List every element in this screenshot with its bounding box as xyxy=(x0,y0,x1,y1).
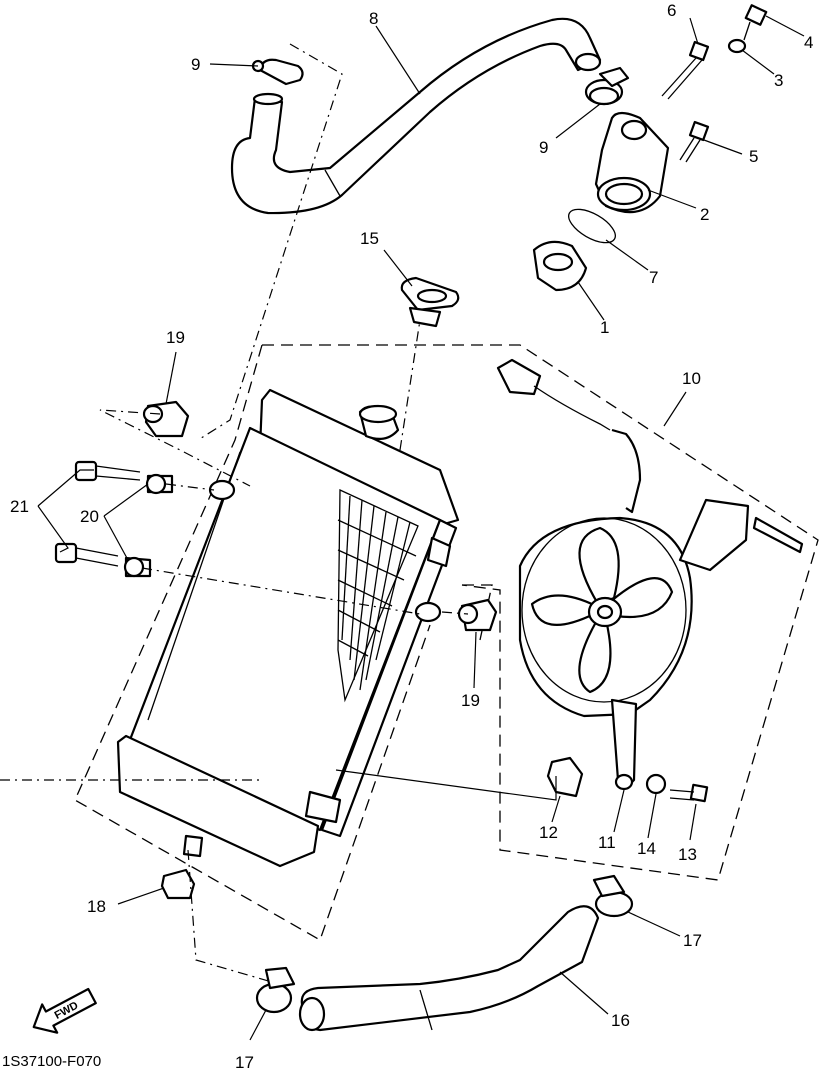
forward-direction-arrow: FWD xyxy=(32,987,97,1034)
label-part-14: 14 xyxy=(637,839,656,858)
radiator-cap xyxy=(400,276,460,328)
upper-radiator-hose xyxy=(230,17,602,215)
label-part-12: 12 xyxy=(539,823,558,842)
bolt-4 xyxy=(743,4,768,41)
label-part-13: 13 xyxy=(678,845,697,864)
grommet-19-left xyxy=(142,400,190,438)
label-part-17-right: 17 xyxy=(683,931,702,950)
hose-clamp-17-lower xyxy=(255,966,296,1014)
figure-code: 1S37100-F070 xyxy=(2,1053,101,1070)
label-part-18: 18 xyxy=(87,897,106,916)
bolt-6 xyxy=(661,40,710,100)
label-part-17-left: 17 xyxy=(235,1053,254,1072)
label-part-9-right: 9 xyxy=(539,138,548,157)
lower-radiator-hose xyxy=(298,905,600,1032)
label-part-3: 3 xyxy=(774,71,783,90)
clip-12 xyxy=(546,756,584,798)
label-part-15: 15 xyxy=(360,229,379,248)
radiator-core-fins xyxy=(337,488,419,703)
label-part-2: 2 xyxy=(700,205,709,224)
label-part-5: 5 xyxy=(749,147,758,166)
label-part-20: 20 xyxy=(80,507,99,526)
label-part-6: 6 xyxy=(667,1,676,20)
washer-14 xyxy=(645,773,667,795)
label-part-4: 4 xyxy=(804,33,813,52)
bolt-21-upper xyxy=(74,460,141,482)
bolt-13 xyxy=(669,783,709,803)
thermostat-1 xyxy=(532,240,588,292)
washer-3 xyxy=(727,38,747,54)
drain-cap-18 xyxy=(160,868,196,900)
collar-20-lower xyxy=(123,556,152,578)
hose-clamp-upper-left xyxy=(251,58,304,86)
hose-clamp-upper-right xyxy=(584,66,630,106)
label-part-8: 8 xyxy=(369,9,378,28)
hose-clamp-17-upper xyxy=(592,874,634,918)
bolt-21-lower xyxy=(54,542,119,567)
part-labels: 8 9 9 6 4 3 5 2 7 1 15 19 10 21 20 19 12… xyxy=(10,1,813,1072)
leader-lines xyxy=(37,15,805,1041)
label-part-9-left: 9 xyxy=(191,55,200,74)
label-part-11: 11 xyxy=(598,833,616,852)
label-part-19-left: 19 xyxy=(166,328,185,347)
bolt-5 xyxy=(679,120,710,163)
label-part-16: 16 xyxy=(611,1011,630,1030)
label-part-7: 7 xyxy=(649,268,658,287)
label-part-19-right: 19 xyxy=(461,691,480,710)
o-ring-7 xyxy=(568,208,616,244)
label-part-10: 10 xyxy=(682,369,701,388)
reference-lines xyxy=(0,43,469,983)
collar-20-upper xyxy=(145,473,174,495)
grommet-19-right xyxy=(457,598,498,632)
label-part-21: 21 xyxy=(10,497,29,516)
fan-assembly xyxy=(496,358,804,791)
label-part-1: 1 xyxy=(600,318,609,337)
thermostat-housing xyxy=(594,111,670,214)
radiator xyxy=(116,388,460,868)
